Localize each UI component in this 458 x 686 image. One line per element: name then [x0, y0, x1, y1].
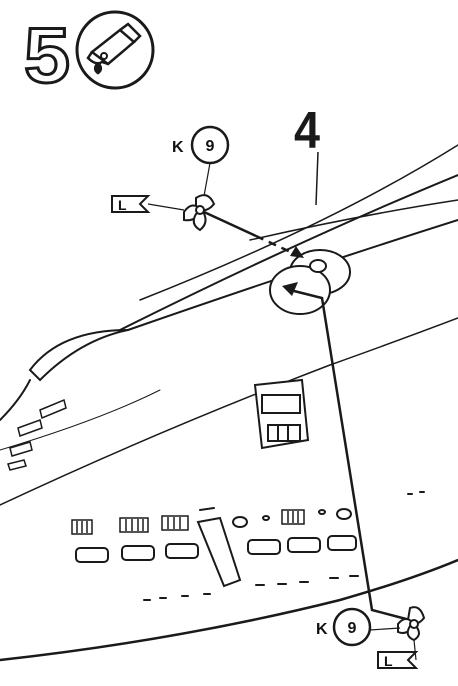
lower-part-circle: [332, 607, 372, 647]
lower-sprue-letter: K: [316, 621, 328, 638]
upper-side-label: L: [118, 197, 127, 213]
vent-grilles: [71, 509, 305, 535]
deck-dashes: [143, 491, 425, 601]
hull-hatches: [75, 508, 357, 588]
assembly-reference-number: 4: [294, 102, 320, 160]
shaft-leader-line: [289, 288, 411, 622]
upper-dashed-arrow: [255, 234, 296, 256]
bow-details: [7, 398, 67, 471]
upper-propeller: [183, 194, 216, 232]
lower-side-flag: L: [377, 639, 419, 669]
deck-structure: [253, 378, 310, 450]
upper-sprue-letter: K: [172, 139, 184, 156]
upper-assembly-arrow: [203, 210, 257, 238]
lower-propeller: [397, 606, 426, 642]
propeller-shaft-mount: [269, 249, 351, 315]
upper-part-number: 9: [206, 138, 215, 155]
glue-tube-icon: [75, 10, 155, 90]
upper-side-flag: L: [111, 195, 185, 213]
lower-part-number: 9: [348, 620, 357, 637]
lower-side-label: L: [384, 653, 393, 669]
step-number: 5: [24, 11, 70, 99]
